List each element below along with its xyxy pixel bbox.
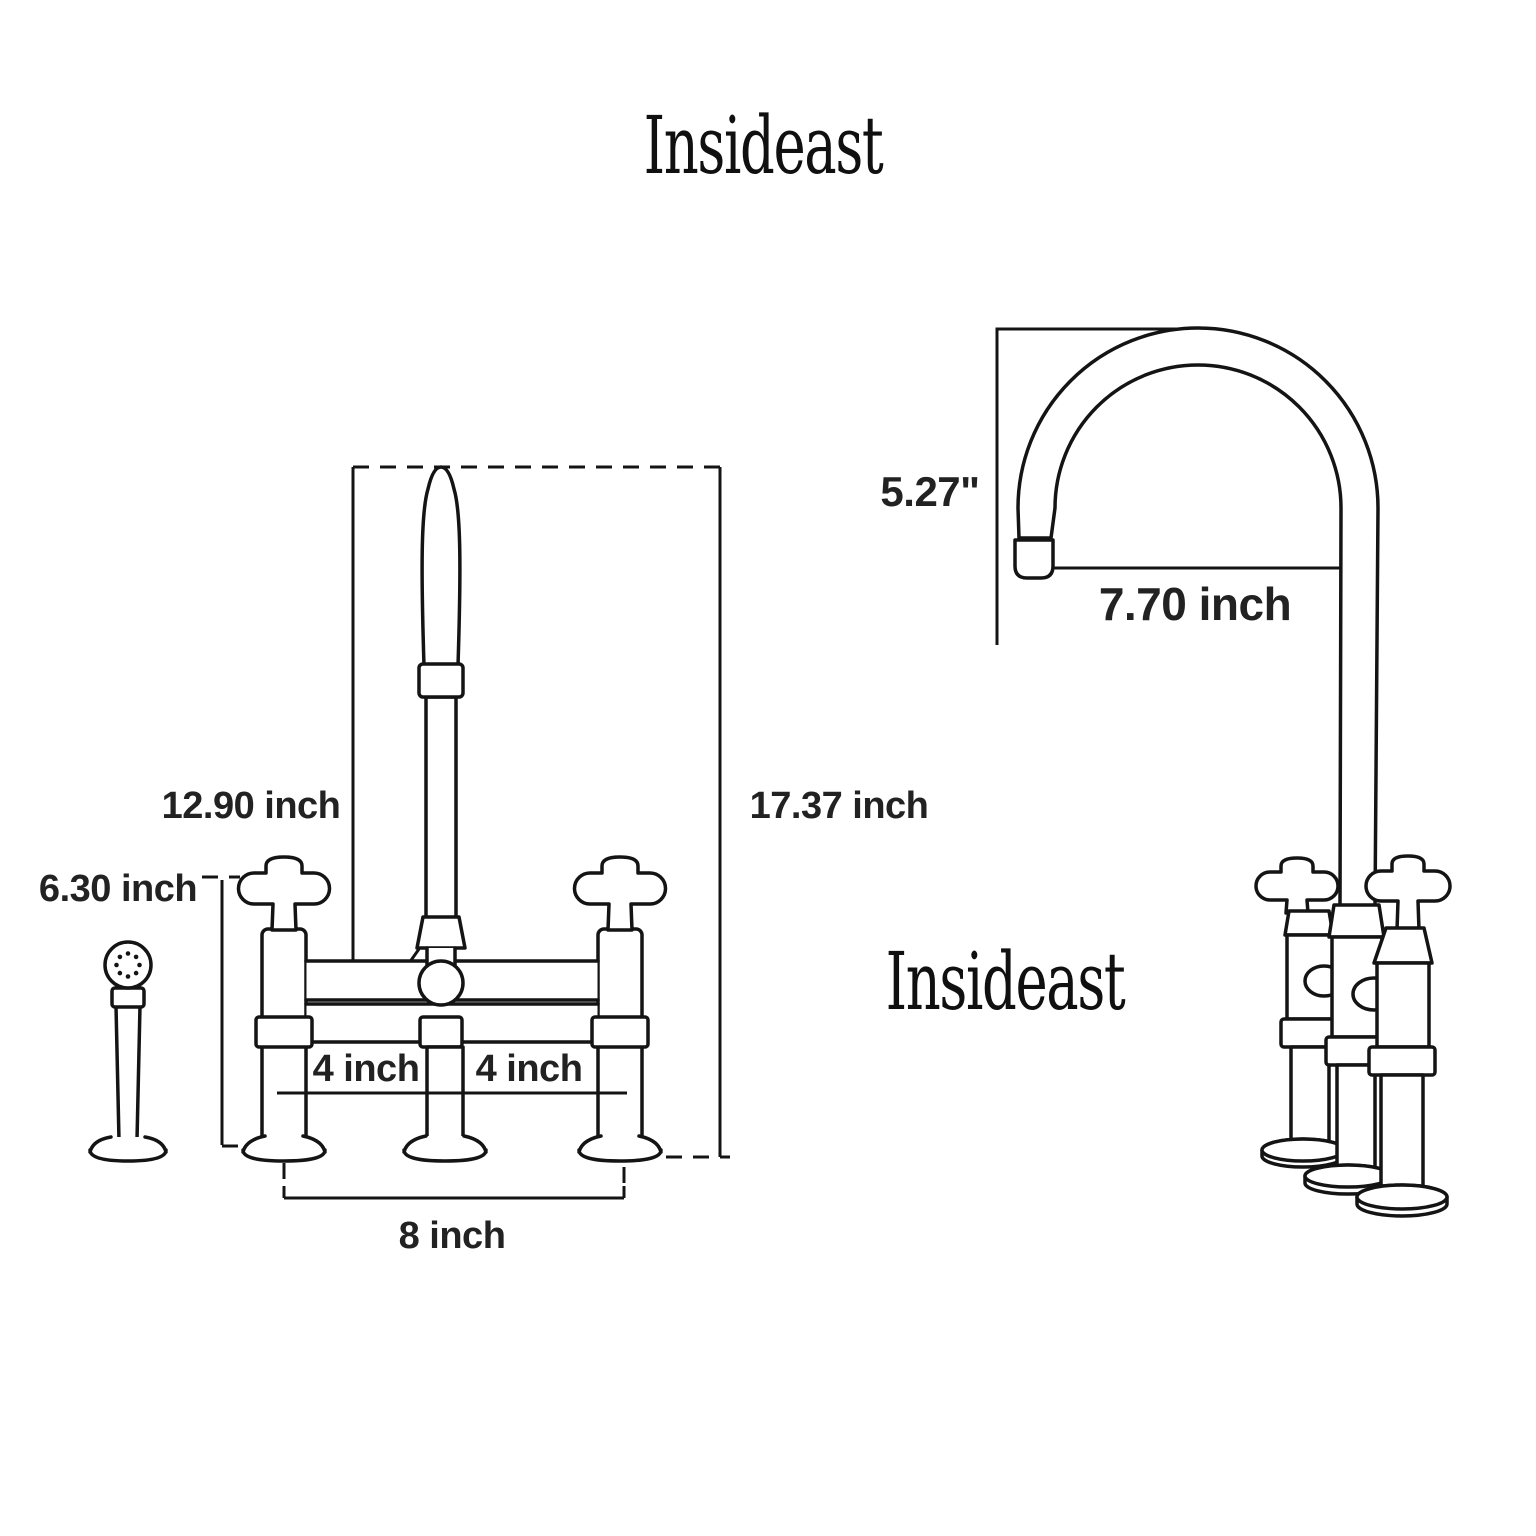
back-handle-column — [1254, 856, 1346, 1169]
left-base — [241, 1134, 327, 1163]
spout-lower-collar — [415, 915, 467, 950]
front-cross-handle — [1364, 854, 1452, 932]
front-column-top-collar — [1372, 926, 1434, 965]
front-column-base — [1355, 1183, 1449, 1211]
back-cross-handle — [1254, 856, 1340, 915]
spout-upper-collar — [417, 662, 465, 699]
spout-neck — [425, 946, 457, 968]
brand-watermark: Insideast — [885, 935, 1126, 1028]
gooseneck-tube — [1016, 326, 1380, 909]
dim-label-right-spacing: 4 inch — [475, 1048, 583, 1090]
front-handle-column — [1355, 854, 1452, 1218]
hole-spacing-extension-lines — [282, 1163, 626, 1196]
gooseneck-spout-side-view — [995, 326, 1452, 1218]
center-base — [402, 1134, 488, 1163]
bridge-faucet-front-view — [236, 465, 668, 1163]
total-height-dimension-line — [705, 465, 722, 1157]
dim-label-spout-reach: 7.70 inch — [1098, 578, 1292, 630]
back-column-top-collar — [1283, 909, 1335, 937]
spout-column-pipe — [1335, 1063, 1377, 1170]
dim-label-handle-height: 6.30 inch — [38, 868, 198, 910]
hole-spacing-dimension-line — [282, 1186, 626, 1200]
spout-tip — [420, 465, 462, 668]
spout-column-top-collar — [1327, 903, 1386, 939]
sprayer-nozzle-holes — [114, 951, 142, 979]
spout-nozzle — [1013, 538, 1055, 580]
bridge-junction — [417, 959, 465, 1007]
sprayer-body — [114, 1004, 142, 1142]
spout-column-base — [1303, 1163, 1393, 1189]
sprayer-collar — [110, 986, 146, 1009]
dim-label-hole-spacing: 8 inch — [398, 1215, 506, 1257]
spout-arc-bracket-line — [995, 327, 1190, 645]
dim-label-spout-height: 12.90 inch — [161, 785, 341, 827]
right-cross-handle — [572, 855, 668, 932]
dim-label-left-spacing: 4 inch — [312, 1048, 420, 1090]
side-sprayer — [88, 940, 168, 1163]
back-column-pipe — [1289, 1045, 1331, 1144]
sprayer-head — [103, 940, 153, 990]
left-cross-handle — [236, 855, 332, 932]
dim-label-total-height: 17.37 inch — [749, 785, 929, 827]
middle-spout-column — [1303, 903, 1397, 1196]
front-view-dimension-lines — [202, 465, 730, 1159]
right-base — [577, 1134, 663, 1163]
right-leg-collar — [590, 1015, 650, 1049]
front-view-dimension-lines-over — [277, 1091, 627, 1200]
center-leg-collar — [418, 1015, 464, 1049]
sprayer-base — [88, 1135, 168, 1163]
left-leg-collar — [254, 1015, 314, 1049]
back-column-base — [1260, 1137, 1346, 1163]
spout-pipe — [424, 695, 458, 921]
front-column-pipe — [1379, 1073, 1425, 1190]
front-column-body — [1375, 961, 1431, 1049]
brand-logo: Insideast — [643, 99, 884, 192]
dim-label-spout-arc-height: 5.27" — [880, 468, 980, 515]
front-column-lower-collar — [1367, 1045, 1437, 1077]
